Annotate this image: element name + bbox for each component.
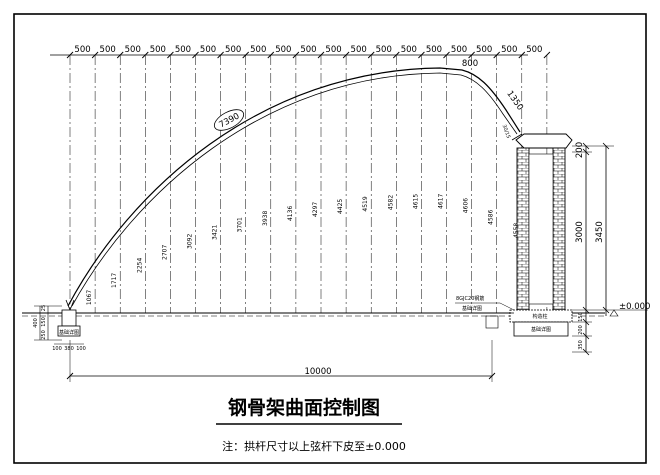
- top-dim-label: 500: [200, 45, 216, 55]
- top-dim-label: 500: [526, 45, 542, 55]
- ordinate-label: 3701: [237, 217, 244, 232]
- footing-dim-2: 200: [578, 325, 584, 335]
- top-dim-label: 500: [476, 45, 492, 55]
- ordinate-label: 2707: [161, 245, 168, 260]
- ordinate-label: 4519: [362, 196, 369, 211]
- top-dim-label: 500: [325, 45, 341, 55]
- top-dim-label: 500: [376, 45, 392, 55]
- ordinate-label: 4136: [287, 206, 294, 221]
- rebar-callout: 8GJC20钢筋 基础详图: [455, 295, 515, 312]
- drawing-border: [13, 13, 647, 464]
- footing-dim: 350: [578, 340, 584, 350]
- drawing-title: 钢骨架曲面控制图: [228, 396, 380, 419]
- column-height-dim: 3000: [575, 221, 585, 243]
- column-total-dim: 3450: [595, 221, 605, 243]
- column-base-dim: 150: [578, 312, 584, 322]
- top-dim-label: 500: [250, 45, 266, 55]
- top-dim-label: 500: [501, 45, 517, 55]
- left-vert-dim-3: 150: [41, 317, 47, 327]
- slope-top-label: 800: [462, 59, 478, 69]
- top-dim-label: 500: [125, 45, 141, 55]
- ordinate-label: 4606: [463, 198, 470, 213]
- left-base-detail: 基础详图 400 25 150 250 100 380 100: [33, 305, 86, 352]
- left-base-tag: 基础详图: [59, 329, 79, 336]
- ordinate-label: 1717: [111, 273, 118, 288]
- top-dim-label: 500: [100, 45, 116, 55]
- ordinate-label: 4617: [438, 193, 445, 208]
- top-dim-label: 500: [175, 45, 191, 55]
- top-dim-label: 500: [401, 45, 417, 55]
- ordinate-label: 2254: [136, 258, 143, 273]
- ordinate-label: 1067: [86, 290, 93, 305]
- column-tag-2: 基础详图: [531, 326, 551, 333]
- ordinate-label: 4615: [412, 194, 419, 209]
- total-span-dimension: 10000: [66, 340, 496, 382]
- top-dim-label: 500: [300, 45, 316, 55]
- top-dim-label: 500: [150, 45, 166, 55]
- brick-column: 构造柱 基础详图: [485, 133, 573, 337]
- left-vert-dim-4: 250: [41, 330, 47, 340]
- ordinate-label: 4297: [312, 202, 319, 217]
- column-tag-1: 构造柱: [532, 313, 547, 320]
- top-dimension-chain: 500 500 500 500 500 500 500 500 500 500 500 500 500 5…: [50, 45, 551, 59]
- left-horiz-dim-1: 100: [52, 346, 62, 352]
- ordinate-label: 4425: [337, 199, 344, 214]
- ordinate-labels: 1067 1717 2254 2707 3092 3421 3701 3938 4136 4297…: [86, 193, 545, 305]
- ordinate-label: 3421: [212, 225, 219, 240]
- small-slope-label: 30/15: [501, 124, 512, 140]
- right-dimension-chain: 200 3000 3450 150 200 350 ±0.000: [572, 142, 650, 356]
- ordinate-label: 4558: [513, 223, 520, 238]
- left-vert-dim-2: 25: [41, 305, 47, 311]
- top-dim-label: 500: [225, 45, 241, 55]
- arc-length-callout: 7390: [213, 109, 245, 131]
- ordinate-label: 3092: [187, 234, 194, 249]
- top-dim-label: 500: [74, 45, 90, 55]
- ordinate-label: 3938: [262, 211, 269, 226]
- column-top-dim: 200: [575, 142, 585, 158]
- left-horiz-dim-3: 100: [76, 346, 86, 352]
- level-label: ±0.000: [619, 302, 650, 312]
- rebar-note: 8GJC20钢筋: [456, 295, 484, 302]
- top-dim-label: 500: [351, 45, 367, 55]
- arch-curve: [65, 67, 521, 312]
- left-vert-dim-1: 400: [33, 318, 39, 328]
- total-span-label: 10000: [304, 367, 331, 377]
- ordinate-label: 4582: [387, 195, 394, 210]
- top-dim-label: 500: [275, 45, 291, 55]
- top-dim-label: 500: [451, 45, 467, 55]
- left-horiz-dim-2: 380: [64, 346, 74, 352]
- ordinate-label: 4586: [488, 209, 495, 224]
- slope-annotations: 800 1350 30/15: [462, 59, 525, 139]
- rebar-sub-note: 基础详图: [462, 305, 482, 312]
- drawing-note: 注：拱杆尺寸以上弦杆下皮至±0.000: [222, 439, 406, 453]
- top-dim-label: 500: [426, 45, 442, 55]
- ordinate-lines: [69, 55, 548, 313]
